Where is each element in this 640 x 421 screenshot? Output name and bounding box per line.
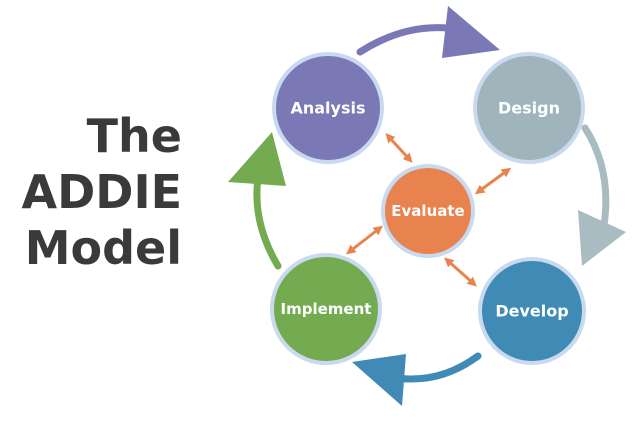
node-evaluate-label: Evaluate: [391, 202, 464, 220]
node-implement: Implement: [270, 253, 382, 365]
title-line-addie: ADDIE: [21, 165, 182, 219]
node-develop-label: Develop: [495, 302, 568, 321]
arrow-evaluate-analysis: [385, 133, 413, 163]
node-design-label: Design: [498, 99, 560, 118]
node-evaluate: Evaluate: [381, 164, 475, 258]
arrow-analysis-to-design: [356, 6, 500, 58]
arrow-design-to-develop: [578, 124, 626, 266]
arrow-evaluate-develop: [444, 257, 477, 287]
title-line-model: Model: [24, 221, 182, 275]
node-analysis-label: Analysis: [290, 99, 365, 118]
arrow-develop-to-implement: [352, 352, 482, 406]
node-implement-label: Implement: [281, 300, 372, 318]
node-analysis: Analysis: [272, 52, 384, 164]
diagram-title: The ADDIE Model: [0, 108, 200, 276]
evaluate-arrows: [345, 133, 512, 287]
arrow-implement-to-analysis: [228, 132, 286, 270]
arrow-evaluate-implement: [345, 225, 384, 255]
node-develop: Develop: [478, 257, 586, 365]
title-line-the: The: [86, 109, 182, 163]
arrow-evaluate-design: [474, 167, 512, 195]
node-design: Design: [473, 52, 585, 164]
